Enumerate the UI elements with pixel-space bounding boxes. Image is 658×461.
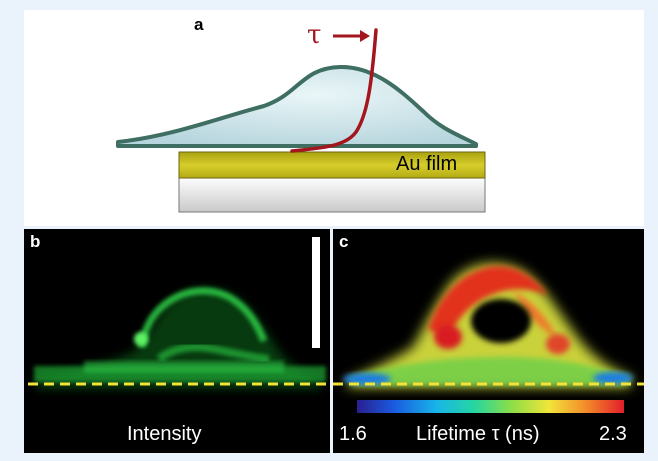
colorbar-title: Lifetime τ (ns) [416,423,540,445]
lifetime-colorbar [357,400,624,413]
schematic-panel: a τ Au film [24,10,644,226]
cell-shape [116,64,478,148]
intensity-image-panel: b Intensity [24,229,330,453]
intensity-micrograph [28,287,330,389]
colorbar-max-label: 2.3 [599,423,627,445]
au-film-label: Au film [396,153,458,175]
lifetime-curve [290,28,378,153]
lifetime-image-panel: c 1.6 Lifetime τ (ns) 2.3 [333,229,644,453]
tau-label: τ [307,20,322,50]
gold-film [178,151,486,179]
lifetime-micrograph [333,263,644,387]
colorbar-min-label: 1.6 [339,423,367,445]
panel-a-letter: a [194,15,204,34]
panel-b-letter: b [30,232,41,251]
arrow-right-icon [360,30,370,42]
panel-c-letter: c [339,232,349,251]
intensity-caption: Intensity [127,423,202,445]
schematic-drawing [116,28,486,213]
glass-substrate [178,176,486,213]
scale-bar [312,237,320,348]
